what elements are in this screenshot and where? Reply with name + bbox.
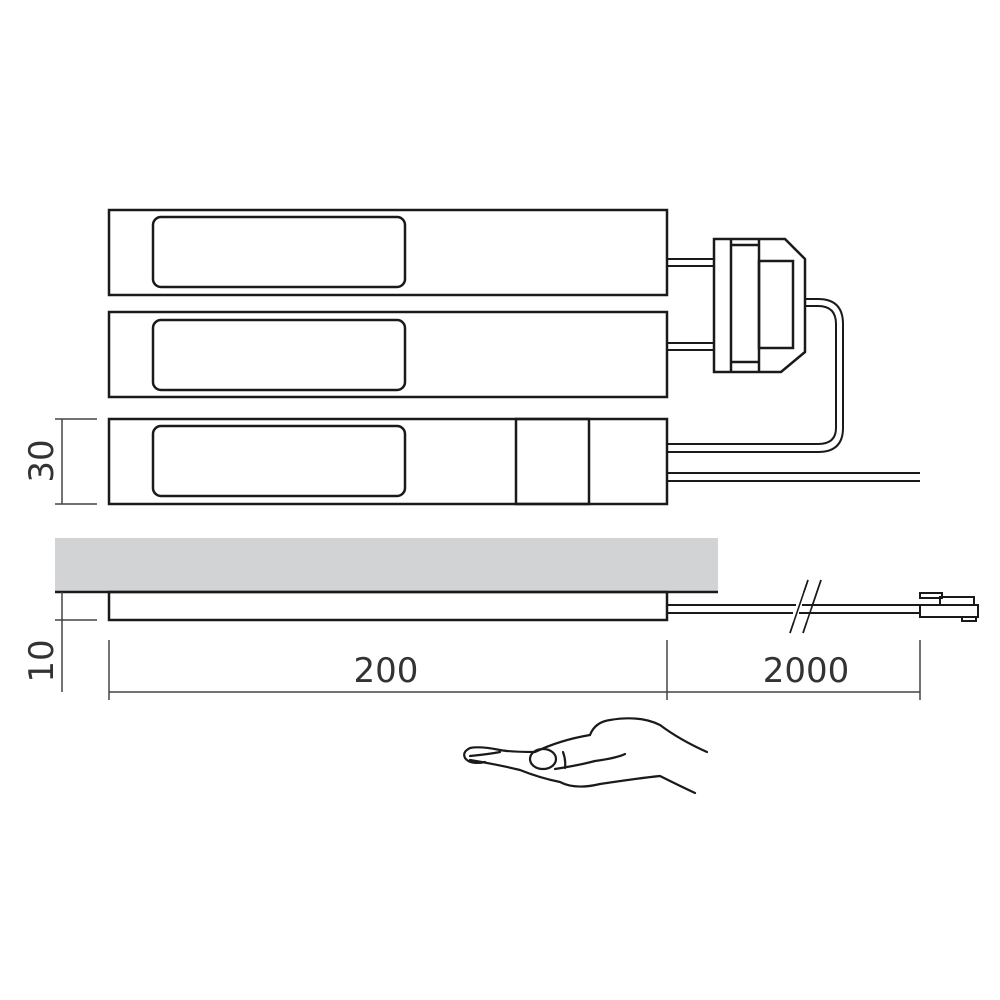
distributor-block bbox=[712, 237, 807, 374]
dimension-height-top bbox=[55, 418, 97, 505]
wires-to-distributor bbox=[667, 258, 714, 351]
led-bar-3 bbox=[107, 417, 669, 506]
dimension-label-30: 30 bbox=[22, 439, 62, 482]
connector-plug-icon bbox=[919, 592, 979, 622]
dimension-height-side bbox=[55, 592, 97, 692]
led-bar-side-view bbox=[107, 590, 669, 622]
dimension-length bbox=[108, 640, 921, 700]
led-bar-1 bbox=[107, 208, 669, 297]
mounting-surface bbox=[55, 538, 718, 592]
loop-cable bbox=[667, 298, 844, 453]
hand-sensor-icon bbox=[463, 717, 709, 795]
supply-cable-top bbox=[667, 472, 920, 482]
dimension-label-2000: 2000 bbox=[763, 651, 850, 691]
dimension-label-200: 200 bbox=[354, 651, 419, 691]
led-bar-2 bbox=[107, 310, 669, 399]
dimension-label-10: 10 bbox=[22, 639, 62, 682]
